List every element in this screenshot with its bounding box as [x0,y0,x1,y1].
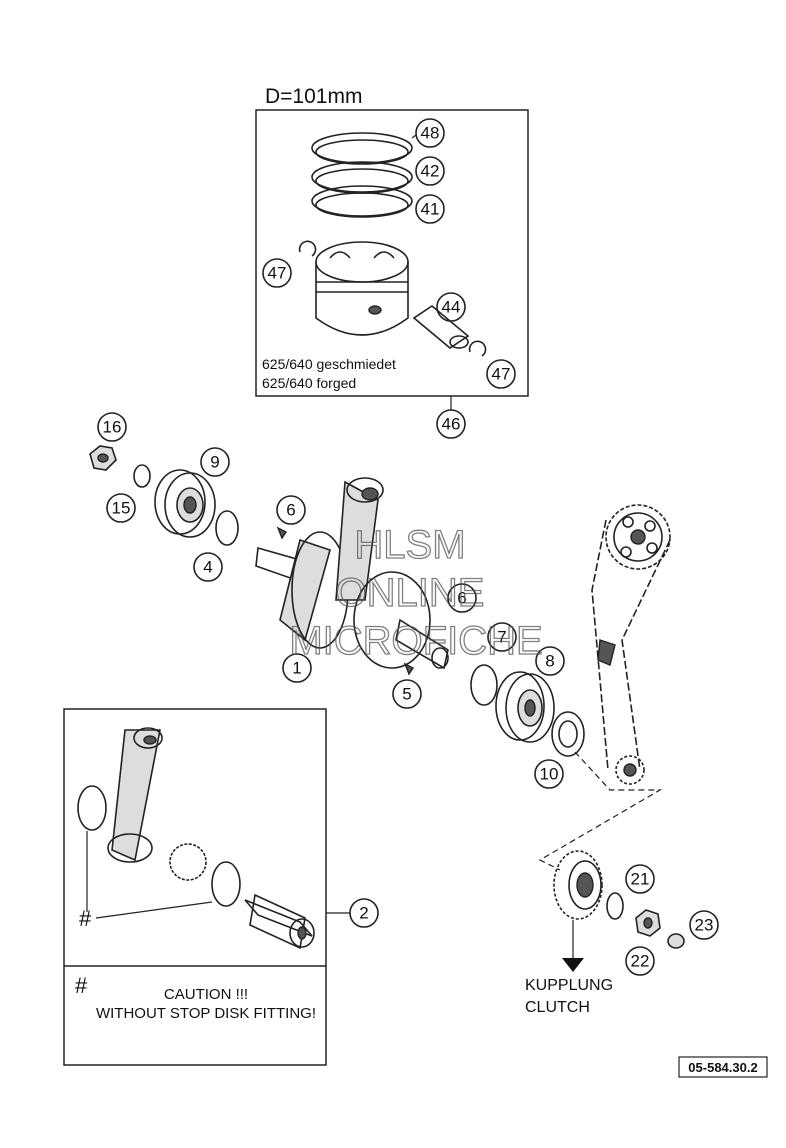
callout-22: 22 [625,946,655,976]
svg-text:7: 7 [497,628,506,647]
piston-kit-box: D=101mm [255,85,529,439]
callout-6-left: 6 [276,495,306,525]
seal-10-drawing [551,711,585,757]
piston-note-english: 625/640 forged [262,375,356,391]
washer-21-drawing [606,892,624,920]
callout-16: 16 [97,412,127,442]
down-arrow-icon [562,958,584,972]
left-bearing-group: 16 9 15 4 [89,412,239,582]
connecting-rod-drawing [107,727,163,863]
callout-2: 2 [349,898,379,928]
hash-marker: # [79,906,92,931]
callout-8: 8 [535,646,565,676]
nut-16-drawing [89,445,117,471]
svg-text:HLSM: HLSM [354,523,465,567]
right-bearing-group: 7 8 10 [470,622,585,789]
svg-text:46: 46 [442,415,461,434]
key-5-drawing [403,662,415,676]
svg-text:47: 47 [268,264,287,283]
piston-box-frame [255,109,529,397]
crank-pin-drawing [244,893,315,950]
shim-7-drawing [470,664,498,706]
piston-pin-drawing [412,305,470,349]
caution-note: WITHOUT STOP DISK FITTING! [96,1005,316,1022]
bore-diameter-heading: D=101mm [265,85,362,108]
callout-48: 48 [411,118,445,148]
callout-7: 7 [487,622,517,652]
callout-4: 4 [193,552,223,582]
key-6-drawing [276,526,288,540]
piston-drawing [315,241,409,336]
clutch-gear-group: 21 23 22 KUPPLUNG CLUTCH [525,850,719,1016]
callout-23: 23 [689,910,719,940]
svg-text:47: 47 [492,365,511,384]
stop-disk-lower-drawing [211,861,241,907]
callout-47-left: 47 [262,258,292,288]
svg-text:ONLINE: ONLINE [336,571,485,615]
svg-text:MICROFICHE: MICROFICHE [289,619,542,663]
nut-22-drawing [635,909,661,937]
detail-box-frame [63,708,327,1066]
svg-text:21: 21 [631,870,650,889]
svg-text:6: 6 [457,589,466,608]
circlip-right-drawing [468,340,487,357]
clutch-label-english: CLUTCH [525,999,590,1016]
svg-text:44: 44 [442,298,461,317]
clutch-label-german: KUPPLUNG [525,977,613,994]
connecting-rod-detail-box: # 2 # CAUTION !!! WITHOUT STOP DISK FITT… [63,708,379,1066]
needle-bearing-drawing [169,843,207,881]
piston-note-german: 625/640 geschmiedet [262,356,396,372]
svg-text:9: 9 [210,453,219,472]
svg-text:15: 15 [112,499,131,518]
callout-1: 1 [282,653,312,683]
callout-9: 9 [200,447,230,477]
callout-10: 10 [534,759,564,789]
svg-text:48: 48 [421,124,440,143]
callout-21: 21 [625,864,655,894]
svg-text:1: 1 [292,659,301,678]
circlip-left-drawing [298,240,317,257]
bearing-8-drawing [495,671,555,743]
callout-5: 5 [392,679,422,709]
callout-44: 44 [436,292,466,322]
svg-text:16: 16 [103,418,122,437]
svg-text:2: 2 [359,904,368,923]
stop-disk-upper-drawing [77,785,107,831]
watermark: HLSM ONLINE MICROFICHE [289,522,544,663]
timing-chain-drawing [591,504,671,785]
callout-41: 41 [415,194,445,224]
svg-text:5: 5 [402,685,411,704]
hash-symbol: # [75,973,88,998]
callout-15: 15 [106,493,136,523]
svg-text:6: 6 [286,501,295,520]
washer-23-drawing [667,933,685,949]
svg-text:23: 23 [695,916,714,935]
shim-4-drawing [215,510,239,546]
svg-text:10: 10 [540,765,559,784]
figure-code: 05-584.30.2 [688,1060,757,1075]
caution-heading: CAUTION !!! [164,986,248,1003]
washer-15-drawing [133,464,151,488]
svg-text:42: 42 [421,162,440,181]
figure-code-badge: 05-584.30.2 [678,1056,768,1078]
piston-rings-drawing [311,132,413,218]
bearing-9-drawing [154,469,216,538]
svg-text:8: 8 [545,652,554,671]
assembly-line [538,751,663,871]
callout-6-right: 6 [447,583,477,613]
gear-drawing [553,850,603,920]
svg-text:41: 41 [421,200,440,219]
callout-46: 46 [436,409,466,439]
svg-text:22: 22 [631,952,650,971]
callout-47-right: 47 [486,359,516,389]
svg-text:4: 4 [203,558,212,577]
callout-42: 42 [415,156,445,186]
crankshaft-drawing [255,477,449,676]
